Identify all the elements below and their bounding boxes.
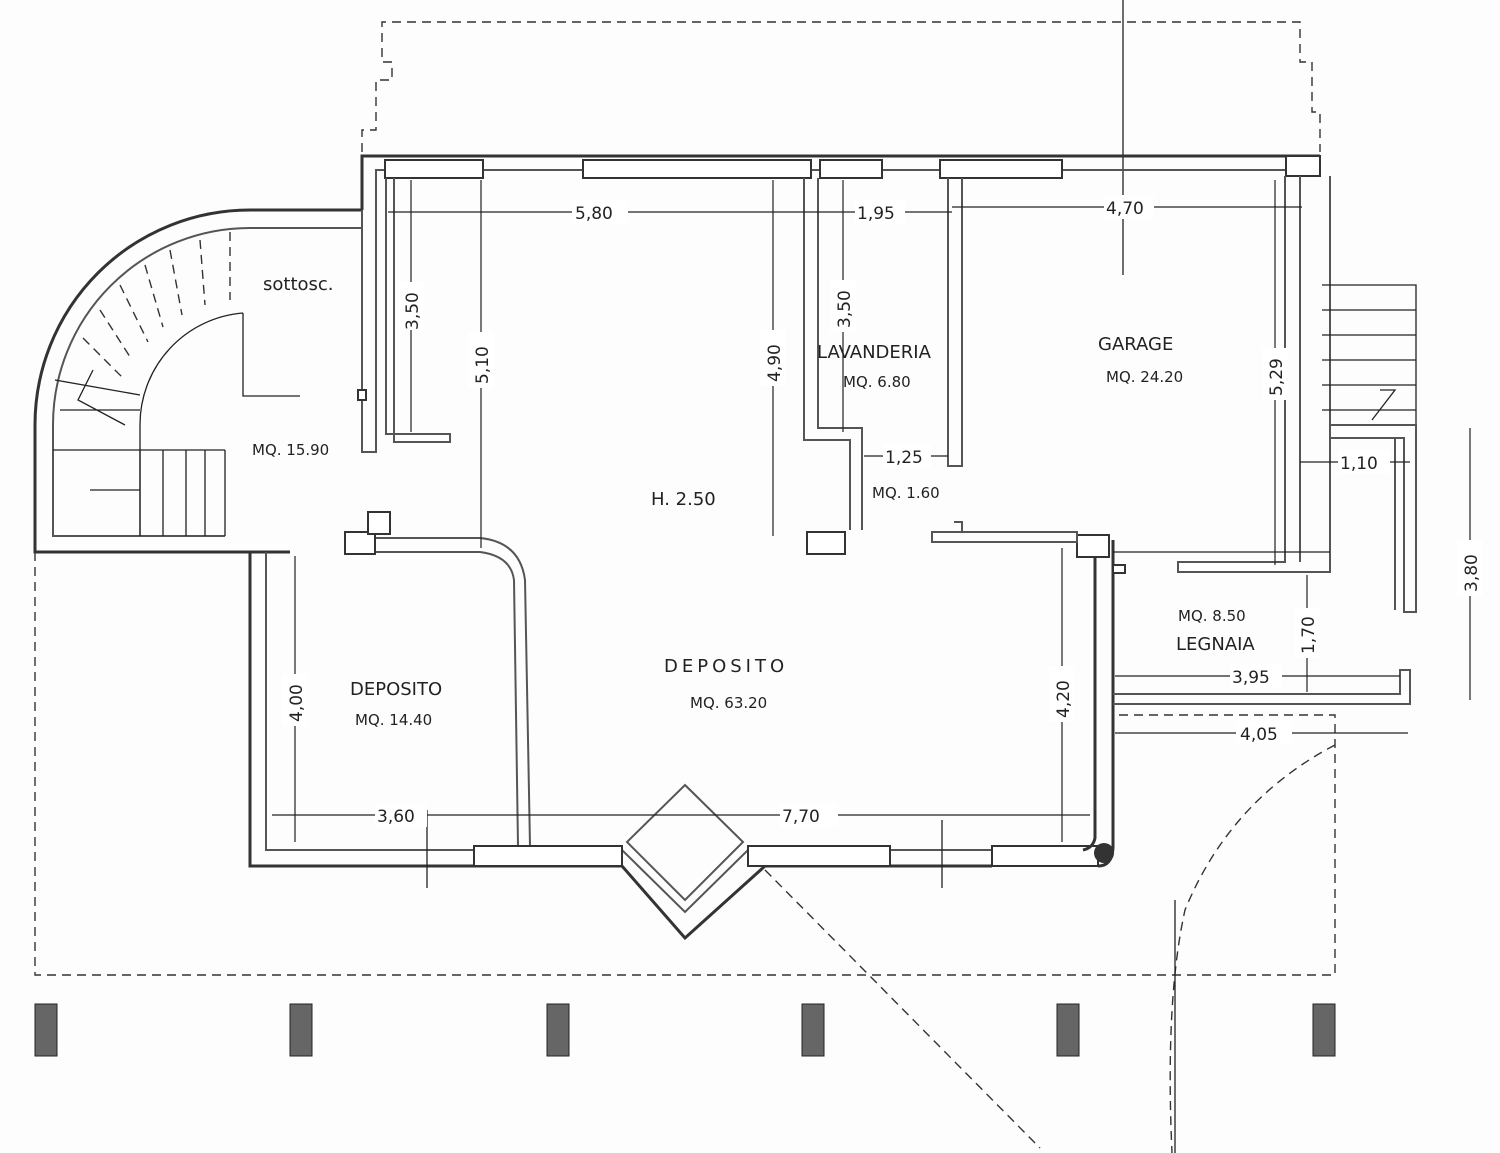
wall-sottoscala-right [361,210,377,453]
room-garage-area: MQ. 24.20 [1106,368,1183,386]
wall-legnaia-bottom [1113,669,1411,705]
room-deposito-small-name: DEPOSITO [350,679,442,700]
dim-4-90: 4,90 [765,344,785,382]
wall-inner-left [385,178,451,443]
dim-1-95: 1,95 [857,204,895,224]
window-bottom-1 [473,845,623,867]
dim-4-00: 4,00 [287,684,307,722]
outer-wall-left-lower [248,552,372,868]
room-sottoscala-area: MQ. 15.90 [252,441,329,459]
stair-steps [53,369,226,536]
dim-4-05: 4,05 [1240,725,1278,745]
dim-5-29: 5,29 [1267,358,1287,396]
room-legnaia-area: MQ. 8.50 [1178,607,1246,625]
outer-wall-top [360,154,1320,210]
dim-1-10: 1,10 [1340,454,1378,474]
pillar-bagno [806,531,846,555]
window-top-4 [939,159,1063,179]
room-sottoscala-name: sottosc. [263,274,334,295]
room-lavanderia-area: MQ. 6.80 [843,373,911,391]
window-bottom-3 [991,845,1099,867]
height-label: H. 2.50 [651,489,716,510]
wall-deposito-right [1082,540,1115,868]
room-deposito-main-area: MQ. 63.20 [690,694,767,712]
dim-5-80: 5,80 [575,204,613,224]
pillar-top-right [1285,155,1321,177]
post-6 [1312,1003,1336,1057]
room-deposito-small-area: MQ. 14.40 [355,711,432,729]
corner-column [1094,843,1114,863]
window-top-2 [582,159,812,179]
dim-7-70: 7,70 [782,807,820,827]
stair-core [139,312,300,536]
wall-stub-garage [1112,564,1126,574]
right-stair [1322,284,1417,425]
dim-3-95: 3,95 [1232,668,1270,688]
room-deposito-main-name: DEPOSITO [664,656,788,677]
dim-5-10: 5,10 [473,346,493,384]
window-top-1 [384,159,484,179]
outer-wall-bottom [372,864,992,941]
wall-legnaia-outer [1329,438,1396,610]
wall-stub-left [357,389,367,401]
terrace-dashed-outline [34,552,1336,976]
room-garage-name: GARAGE [1098,334,1173,355]
dim-4-70: 4,70 [1106,199,1144,219]
post-4 [801,1003,825,1057]
room-labels: sottosc. MQ. 15.90 LAVANDERIA MQ. 6.80 G… [252,274,1255,729]
wall-lavanderia [803,178,863,530]
window-bottom-2 [747,845,891,867]
window-top-3 [819,159,883,179]
post-1 [34,1003,58,1057]
dim-3-60: 3,60 [377,807,415,827]
stair-dashed-steps [82,232,231,381]
inner-wall-left-lower [265,552,372,851]
dim-4-20: 4,20 [1054,680,1074,718]
inner-wall-bottom [372,849,992,914]
bay-diamond [625,783,745,902]
pillar-center-left-1 [344,531,376,555]
room-lavanderia-name: LAVANDERIA [817,342,932,363]
pillar-center-left-2 [367,511,391,535]
terrace-dashed-curve [764,744,1336,1153]
stair-outer-curve [33,208,362,554]
wall-legnaia-right [1330,424,1417,613]
dim-1-70: 1,70 [1299,616,1319,654]
wall-lavanderia-right [947,178,963,467]
post-2 [289,1003,313,1057]
dim-3-50-left: 3,50 [403,292,423,330]
upper-dashed-outline [361,21,1321,152]
stair-inner-curve [52,227,362,537]
dim-1-25: 1,25 [885,448,923,468]
dim-3-80: 3,80 [1462,554,1482,592]
post-3 [546,1003,570,1057]
dim-3-50-lavanderia: 3,50 [835,290,855,328]
room-legnaia-name: LEGNAIA [1176,634,1255,655]
pillar-deposito-right [1076,534,1110,558]
wall-garage-right [1177,176,1331,573]
room-bagno-area: MQ. 1.60 [872,484,940,502]
post-5 [1056,1003,1080,1057]
wall-deposito-top-right [931,521,1078,543]
dimension-labels: 5,80 1,95 4,70 3,50 5,10 4,90 3,50 5,29 … [282,195,1483,827]
